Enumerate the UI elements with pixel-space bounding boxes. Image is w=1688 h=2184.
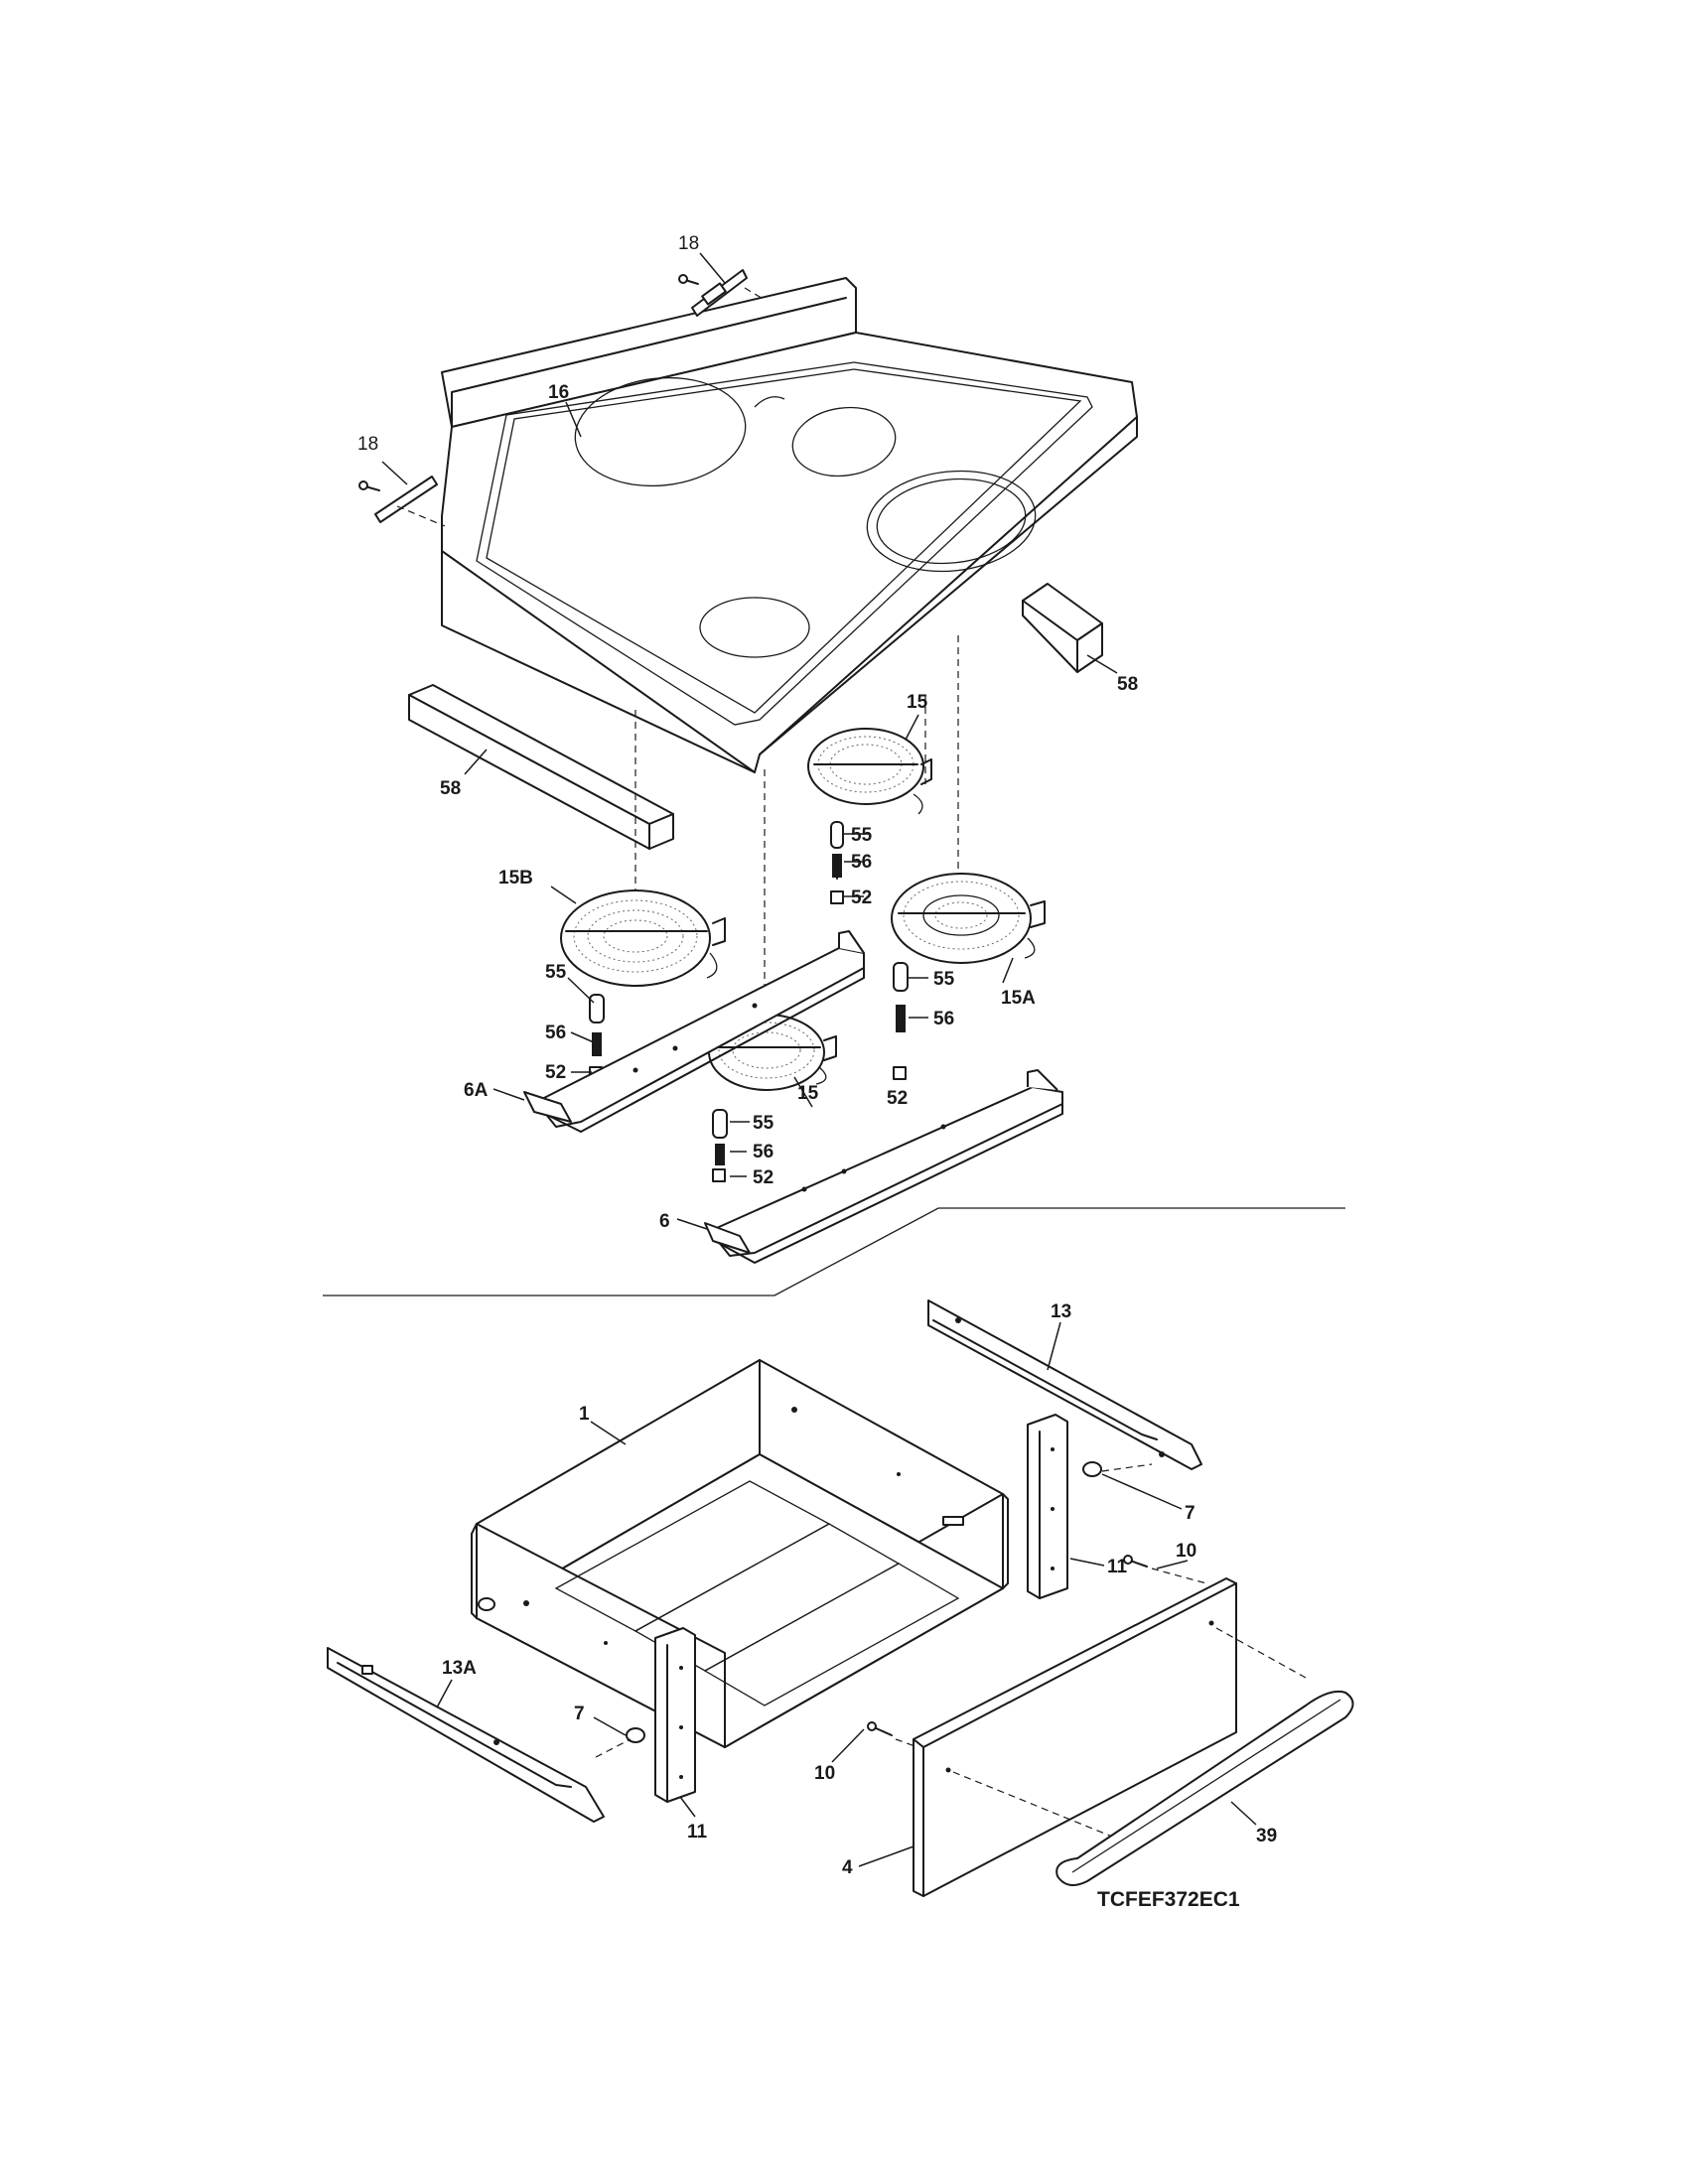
label-39: 39 [1256, 1826, 1277, 1846]
label-18-left: 18 [357, 434, 378, 455]
screw-10-right [1123, 1555, 1207, 1584]
drawer-support-11-right [1027, 1414, 1068, 1599]
slide-rail-13 [927, 1299, 1202, 1470]
label-56-c: 56 [933, 1009, 954, 1029]
label-13: 13 [1051, 1301, 1071, 1322]
drawer-front-panel [913, 1577, 1307, 1897]
hardware-stack-d [712, 1109, 728, 1182]
element-15a [891, 873, 1046, 964]
element-15b [560, 889, 726, 987]
label-15-mid: 15 [797, 1083, 819, 1104]
label-55-b: 55 [545, 962, 567, 983]
label-13a: 13A [442, 1658, 477, 1679]
rail-6 [704, 1069, 1063, 1264]
leader-lines [381, 252, 1257, 1867]
label-11-right: 11 [1107, 1557, 1128, 1577]
label-10-left: 10 [814, 1763, 835, 1784]
label-52-b: 52 [545, 1062, 566, 1083]
drawer-support-11-left [654, 1627, 696, 1803]
label-16: 16 [548, 382, 569, 403]
drawer-box [471, 1359, 1009, 1748]
label-58-right: 58 [1117, 674, 1138, 695]
rail-6a [523, 930, 865, 1133]
label-56-a: 56 [851, 852, 872, 873]
diagram-code: TCFEF372EC1 [1097, 1888, 1240, 1911]
label-6a: 6A [464, 1080, 489, 1101]
hardware-stack-b [589, 994, 605, 1080]
label-52-c: 52 [887, 1088, 908, 1109]
label-7-right: 7 [1185, 1503, 1196, 1524]
label-52-d: 52 [753, 1167, 774, 1188]
hardware-stack-a [830, 821, 844, 904]
bracket-18-left [358, 476, 446, 527]
drawer-handle [1055, 1690, 1354, 1886]
section-divider [323, 1207, 1345, 1297]
cooktop-assembly [441, 277, 1138, 773]
label-10-right: 10 [1176, 1541, 1196, 1562]
label-15b: 15B [498, 868, 533, 888]
slide-rail-13a [327, 1647, 605, 1823]
label-18-top: 18 [678, 233, 699, 254]
label-55-d: 55 [753, 1113, 774, 1134]
label-55-a: 55 [851, 825, 873, 846]
label-58-left: 58 [440, 778, 461, 799]
insulation-58-right [1022, 583, 1103, 673]
label-15-top: 15 [907, 692, 928, 713]
label-11-left: 11 [687, 1822, 708, 1843]
insulation-58-left [408, 684, 674, 850]
label-7-left: 7 [574, 1704, 585, 1724]
label-56-d: 56 [753, 1142, 774, 1162]
part-labels: 18 18 16 58 58 15 15B 55 56 52 55 56 52 … [357, 233, 1277, 1911]
label-6: 6 [659, 1211, 670, 1232]
roller-7-left [595, 1727, 645, 1758]
element-15-top [807, 728, 932, 815]
label-56-b: 56 [545, 1023, 566, 1043]
label-15a: 15A [1001, 988, 1036, 1009]
label-52-a: 52 [851, 887, 872, 908]
roller-7-right [1082, 1461, 1153, 1477]
label-1: 1 [579, 1404, 590, 1425]
label-4: 4 [842, 1857, 853, 1878]
hardware-stack-c [893, 962, 909, 1080]
bracket-18-top [678, 269, 766, 317]
label-55-c: 55 [933, 969, 955, 990]
